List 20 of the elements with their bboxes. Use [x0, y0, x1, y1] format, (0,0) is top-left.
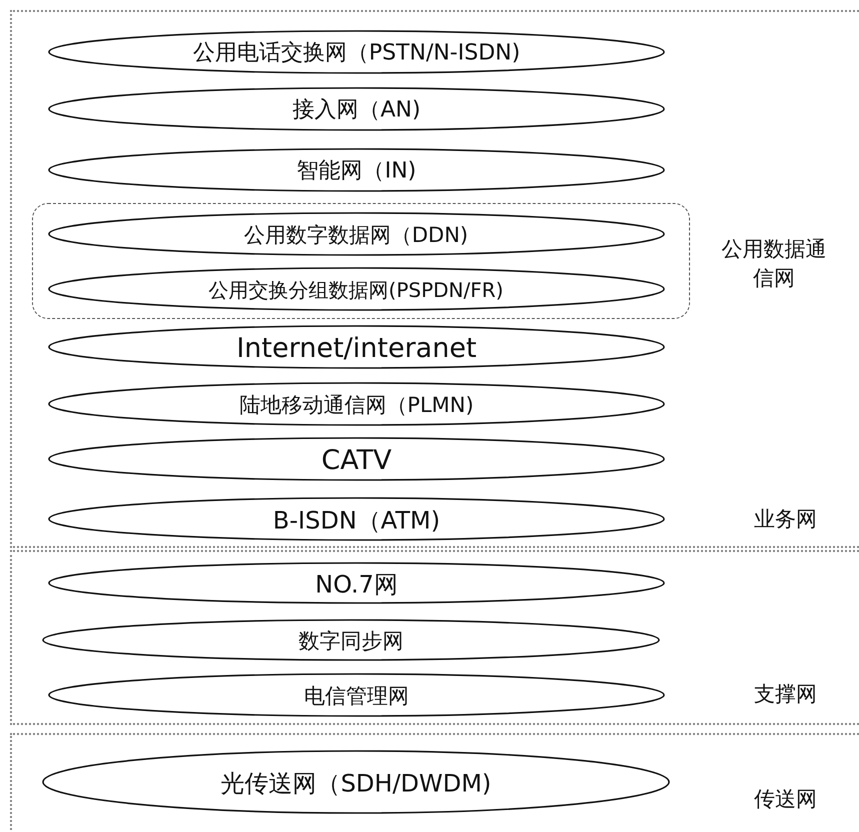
network-ellipse: CATV [48, 437, 665, 481]
network-ellipse: 陆地移动通信网（PLMN) [48, 382, 665, 426]
layer-band [10, 10, 859, 548]
network-ellipse: 公用数字数据网（DDN) [48, 212, 664, 256]
group-label: 公用数据通信网 [720, 236, 828, 292]
network-ellipse: B-ISDN（ATM) [48, 497, 665, 541]
network-ellipse: 公用交换分组数据网(PSPDN/FR) [48, 266, 664, 310]
network-ellipse: 电信管理网 [48, 673, 665, 717]
network-ellipse: 公用电话交换网（PSTN/N-ISDN) [48, 30, 665, 74]
network-ellipse: Internet/interanet [48, 325, 665, 369]
network-ellipse: NO.7网 [48, 562, 665, 604]
network-ellipse: 光传送网（SDH/DWDM) [42, 750, 670, 814]
layer-label: 支撑网 [754, 681, 817, 708]
layer-label: 业务网 [754, 506, 817, 533]
network-ellipse: 数字同步网 [42, 619, 660, 661]
network-ellipse: 接入网（AN) [48, 87, 665, 131]
network-ellipse: 智能网（IN) [48, 148, 665, 192]
layer-band [10, 550, 859, 725]
layer-band [10, 733, 859, 832]
layer-label: 传送网 [754, 786, 817, 813]
